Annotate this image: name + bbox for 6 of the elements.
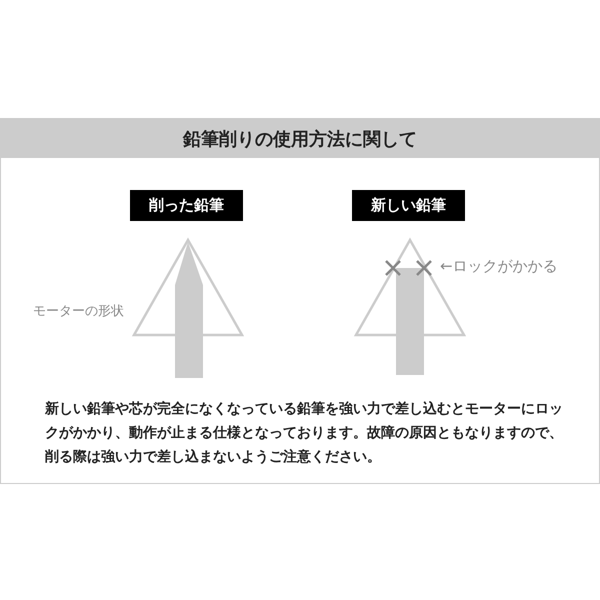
title: 鉛筆削りの使用方法に関して [182,128,418,151]
part-label: モーターの形状 [33,303,125,320]
callout-label: ←ロックがかかる [440,257,559,276]
label-tag: 新しい鉛筆 [352,190,465,221]
note-paragraph: 新しい鉛筆や芯が完全になくなっている鉛筆を強い力で差し込むとモーターにロックがかかり、動作が止まる仕様となっております。故障の原因ともなりますので、削る際は強い力で差し込まないようご注意ください。 [45,400,564,467]
label-tag: 削った鉛筆 [130,190,243,221]
